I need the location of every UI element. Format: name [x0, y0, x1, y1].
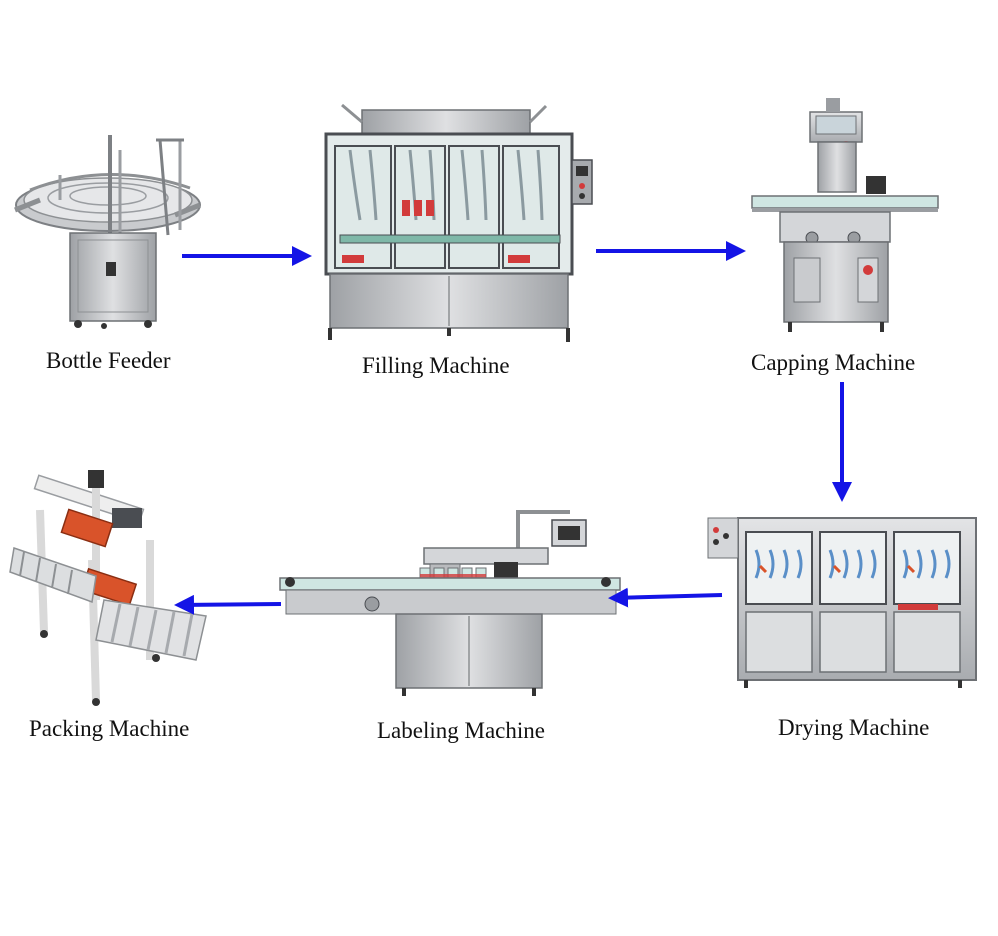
arrow-drying-to-labeling	[608, 587, 723, 608]
labeling-machine-icon	[279, 510, 621, 696]
capping-machine-icon	[751, 98, 939, 332]
bottle-feeder-label: Bottle Feeder	[46, 348, 171, 373]
drying-machine-label: Drying Machine	[778, 715, 930, 740]
packing-machine-label: Packing Machine	[29, 716, 190, 741]
arrow-labeling-to-packing	[174, 594, 282, 615]
capping-machine-label: Capping Machine	[751, 350, 916, 375]
filling-machine-label: Filling Machine	[362, 353, 510, 378]
labeling-machine-label: Labeling Machine	[377, 718, 545, 743]
drying-machine-icon	[707, 517, 977, 688]
filling-machine-icon	[324, 103, 593, 342]
packing-machine-icon	[9, 470, 207, 706]
bottle-feeder-icon	[14, 135, 201, 329]
